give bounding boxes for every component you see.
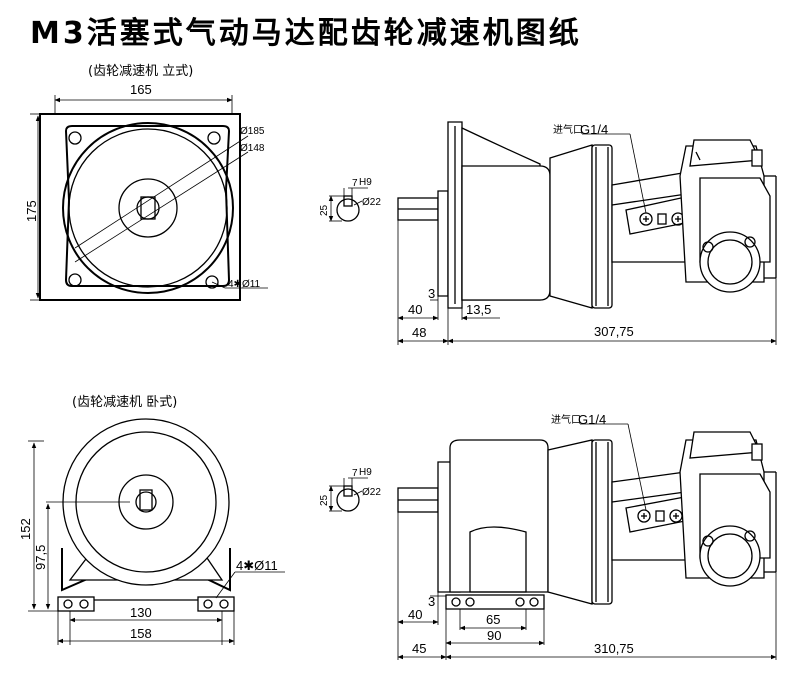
vertical-side-view	[397, 121, 777, 345]
horizontal-front-view	[28, 418, 285, 645]
vertical-dim-13-5: 13,5	[466, 302, 491, 317]
vertical-air-inlet-label: 进气口	[553, 123, 583, 136]
vertical-front-view	[30, 95, 268, 301]
vertical-dia-inner-label: Ø148	[240, 143, 265, 154]
horizontal-dim-65: 65	[486, 612, 500, 627]
horizontal-holes-label: 4✱Ø11	[236, 558, 278, 573]
vertical-shaft-dia-label: Ø22	[362, 197, 381, 208]
horizontal-dim-3: 3	[428, 594, 435, 609]
vertical-width-label: 165	[130, 82, 152, 97]
vertical-key-width-label: 7	[352, 178, 358, 189]
horizontal-dim-45: 45	[412, 641, 426, 656]
horizontal-side-view	[397, 423, 777, 660]
horizontal-caption: (齿轮减速机 卧式)	[72, 395, 177, 410]
horizontal-center-height-label: 97,5	[33, 545, 48, 570]
vertical-dim-40: 40	[408, 302, 422, 317]
vertical-caption: (齿轮减速机 立式)	[88, 64, 193, 79]
horizontal-air-inlet-label: 进气口	[551, 413, 581, 426]
vertical-shaft-detail	[328, 187, 368, 222]
vertical-dia-outer-label: Ø185	[240, 126, 265, 137]
horizontal-height-label: 152	[18, 518, 33, 540]
vertical-dim-3: 3	[428, 286, 435, 301]
horizontal-key-unit-label: H9	[359, 467, 372, 478]
vertical-dim-length: 307,75	[594, 324, 634, 339]
horizontal-dim-length: 310,75	[594, 641, 634, 656]
horizontal-dim-90: 90	[487, 628, 501, 643]
horizontal-shaft-dia-label: Ø22	[362, 487, 381, 498]
horizontal-air-inlet-size-label: G1/4	[578, 412, 606, 427]
page-title: M3活塞式气动马达配齿轮减速机图纸	[30, 16, 582, 51]
vertical-shaft-height-label: 25	[319, 204, 330, 216]
vertical-height-label: 175	[24, 200, 39, 222]
horizontal-shaft-height-label: 25	[319, 494, 330, 506]
horizontal-shaft-detail	[328, 477, 368, 512]
vertical-dim-48: 48	[412, 325, 426, 340]
vertical-air-inlet-size-label: G1/4	[580, 122, 608, 137]
vertical-holes-label: 4✱Ø11	[228, 279, 261, 290]
vertical-key-unit-label: H9	[359, 177, 372, 188]
horizontal-dim-40: 40	[408, 607, 422, 622]
horizontal-foot-inner-label: 130	[130, 605, 152, 620]
horizontal-foot-outer-label: 158	[130, 626, 152, 641]
horizontal-key-width-label: 7	[352, 468, 358, 479]
